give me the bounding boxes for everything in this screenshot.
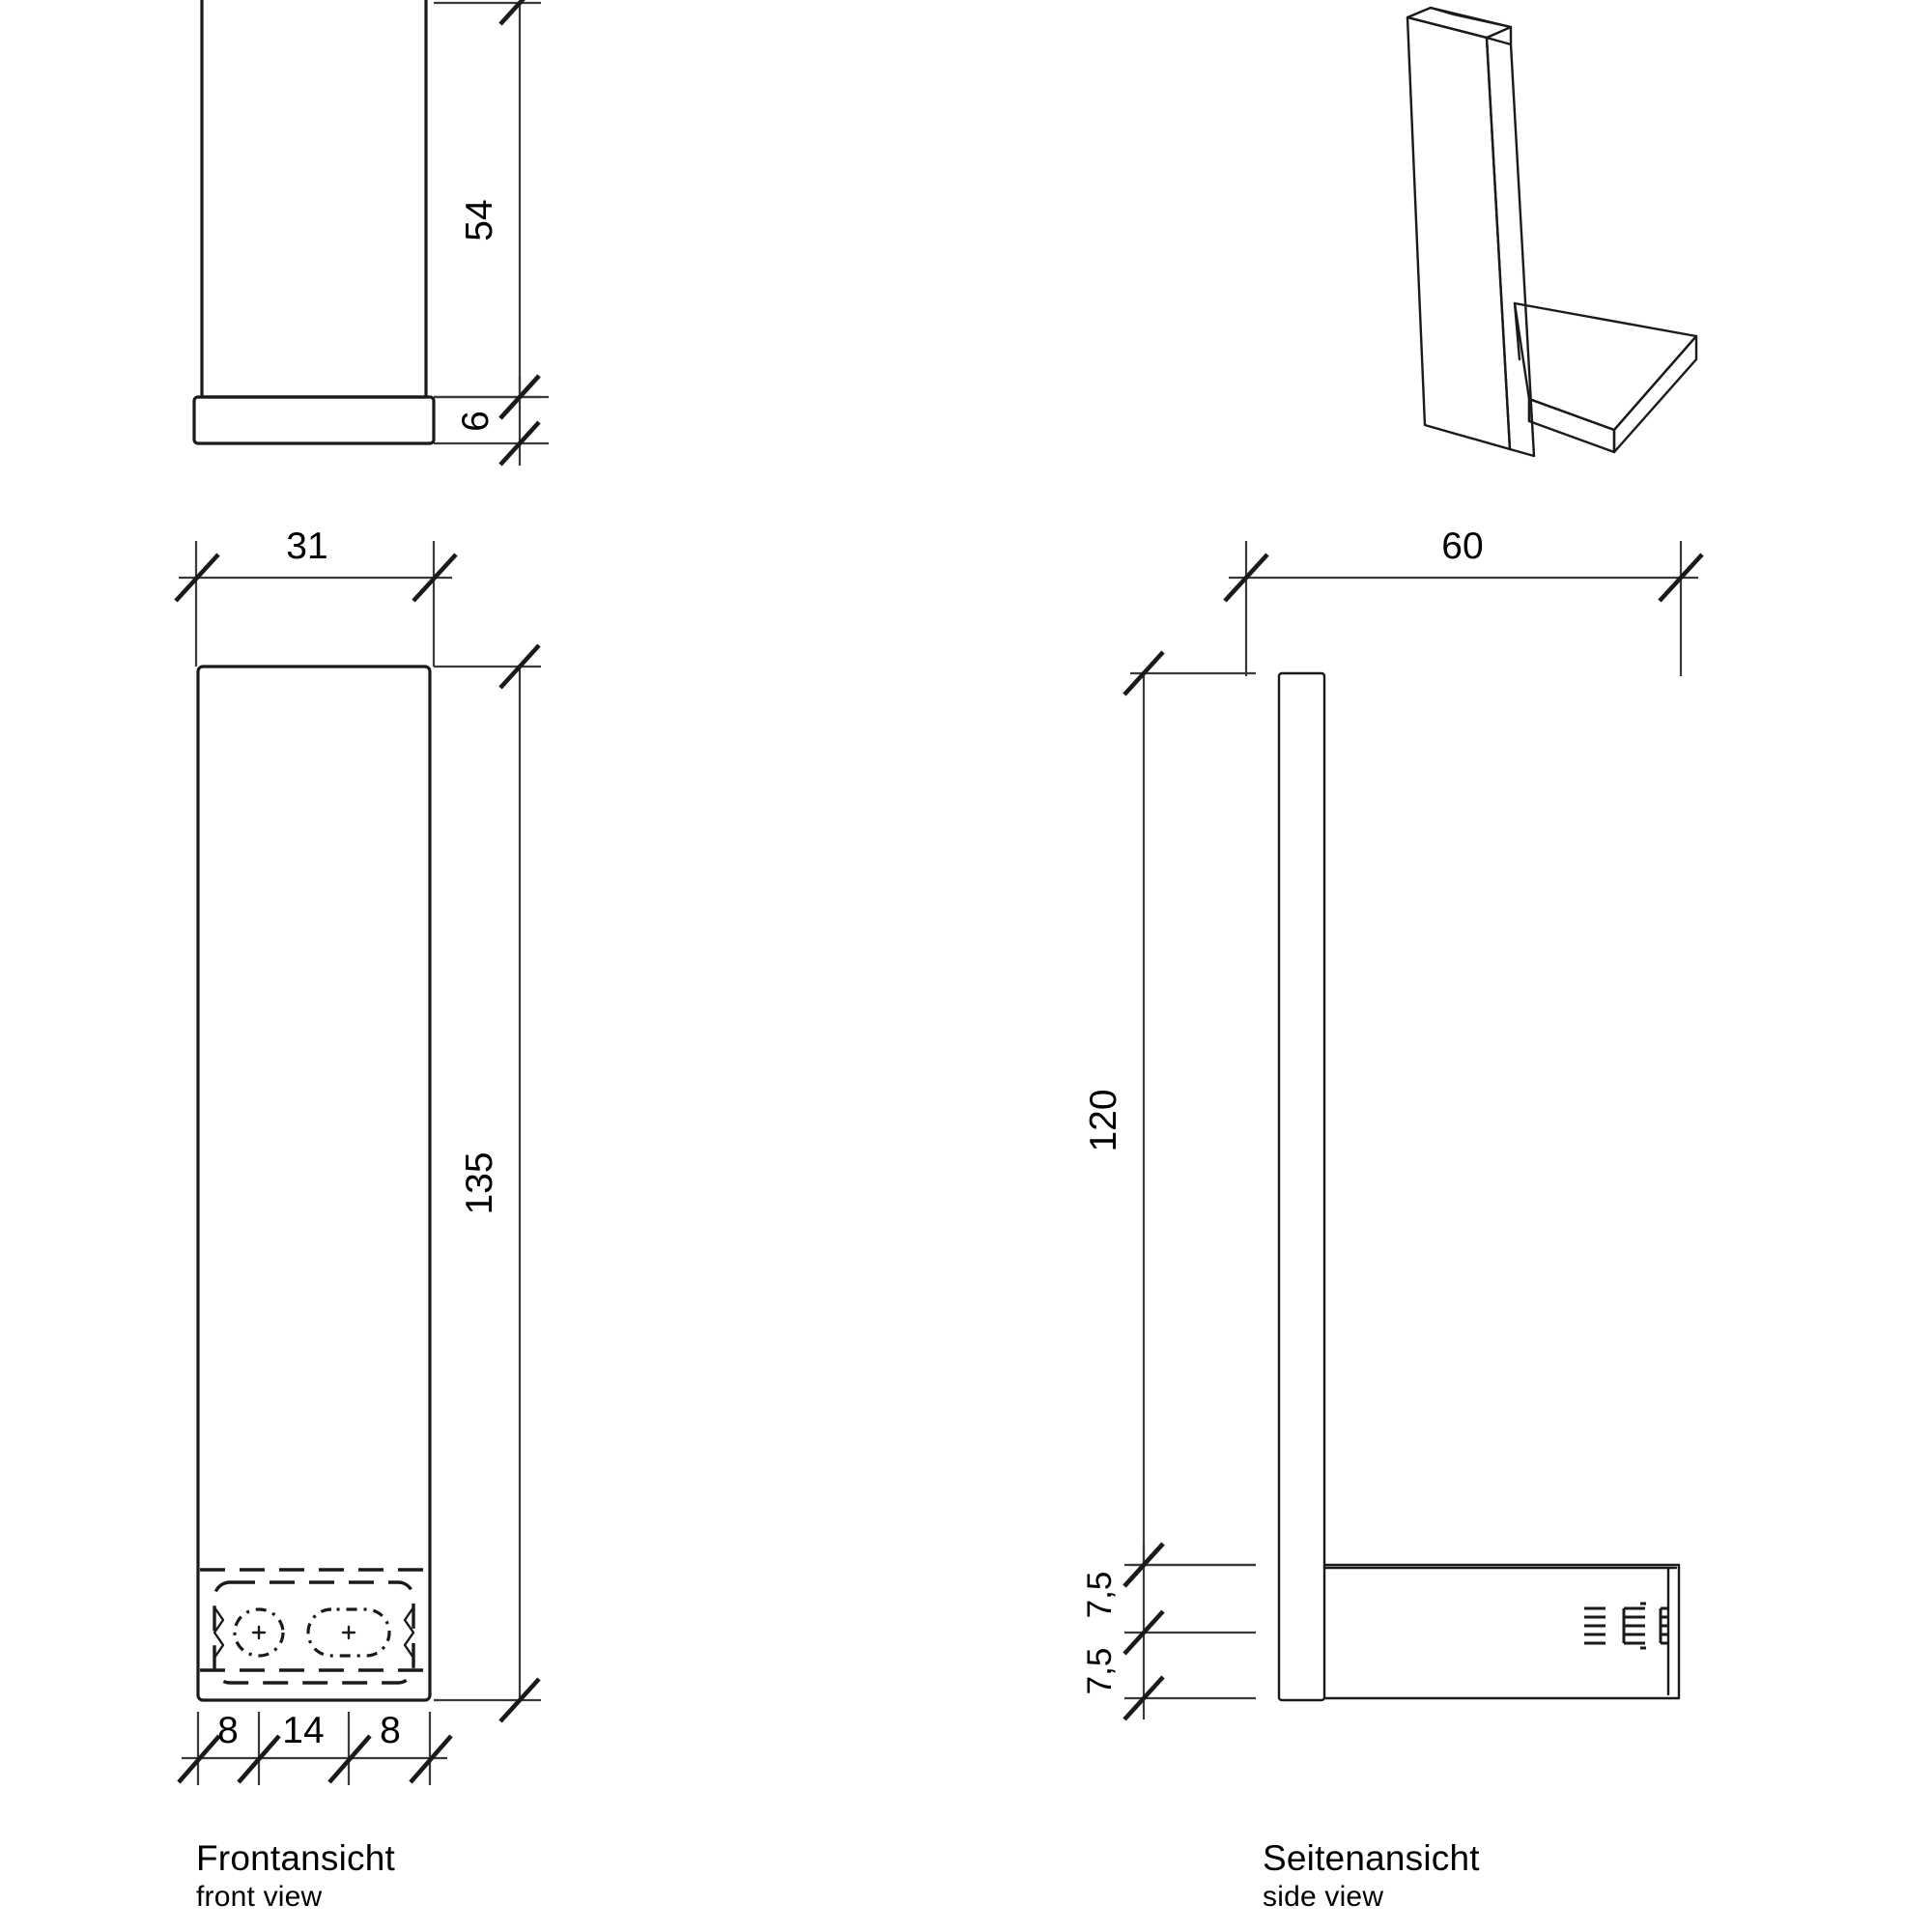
side-view-caption-en: side view xyxy=(1263,1881,1384,1913)
dimension-value-54: 54 xyxy=(459,199,500,241)
dimension-chain-7-5: 7,5 7,5 xyxy=(1081,1542,1256,1721)
dimension-value-60: 60 xyxy=(1441,526,1483,567)
dimension-chain-8-14-8: 8 14 8 xyxy=(177,1710,453,1785)
top-view-body xyxy=(192,0,436,445)
dimension-value-14: 14 xyxy=(282,1710,324,1751)
dimension-value-31: 31 xyxy=(286,526,327,567)
dimension-value-7-5-lower: 7,5 xyxy=(1081,1648,1119,1695)
dimension-value-8-left: 8 xyxy=(217,1710,239,1751)
dimension-value-120: 120 xyxy=(1083,1089,1124,1151)
arm-grip-detail xyxy=(1584,1602,1667,1650)
front-view-body xyxy=(196,665,432,1702)
side-view-body xyxy=(1277,671,1681,1702)
dimension-value-6: 6 xyxy=(455,411,497,432)
isometric-view xyxy=(1406,6,1698,458)
dimension-6: 6 xyxy=(434,374,549,467)
dimension-135: 135 xyxy=(434,643,541,1723)
front-view-caption: Frontansicht front view xyxy=(196,1837,395,1915)
front-view-caption-de: Frontansicht xyxy=(196,1838,395,1878)
dimension-31: 31 xyxy=(174,526,458,667)
side-view-caption: Seitenansicht side view xyxy=(1263,1837,1480,1915)
dimension-120: 120 xyxy=(1083,650,1256,1588)
dimension-value-8-right: 8 xyxy=(380,1710,401,1751)
dimension-60: 60 xyxy=(1223,526,1704,676)
front-view-caption-en: front view xyxy=(196,1881,323,1913)
dimension-value-135: 135 xyxy=(459,1151,500,1214)
dimension-54: 54 xyxy=(434,0,541,420)
dimension-value-7-5-upper: 7,5 xyxy=(1081,1572,1119,1619)
side-view-caption-de: Seitenansicht xyxy=(1263,1838,1480,1878)
